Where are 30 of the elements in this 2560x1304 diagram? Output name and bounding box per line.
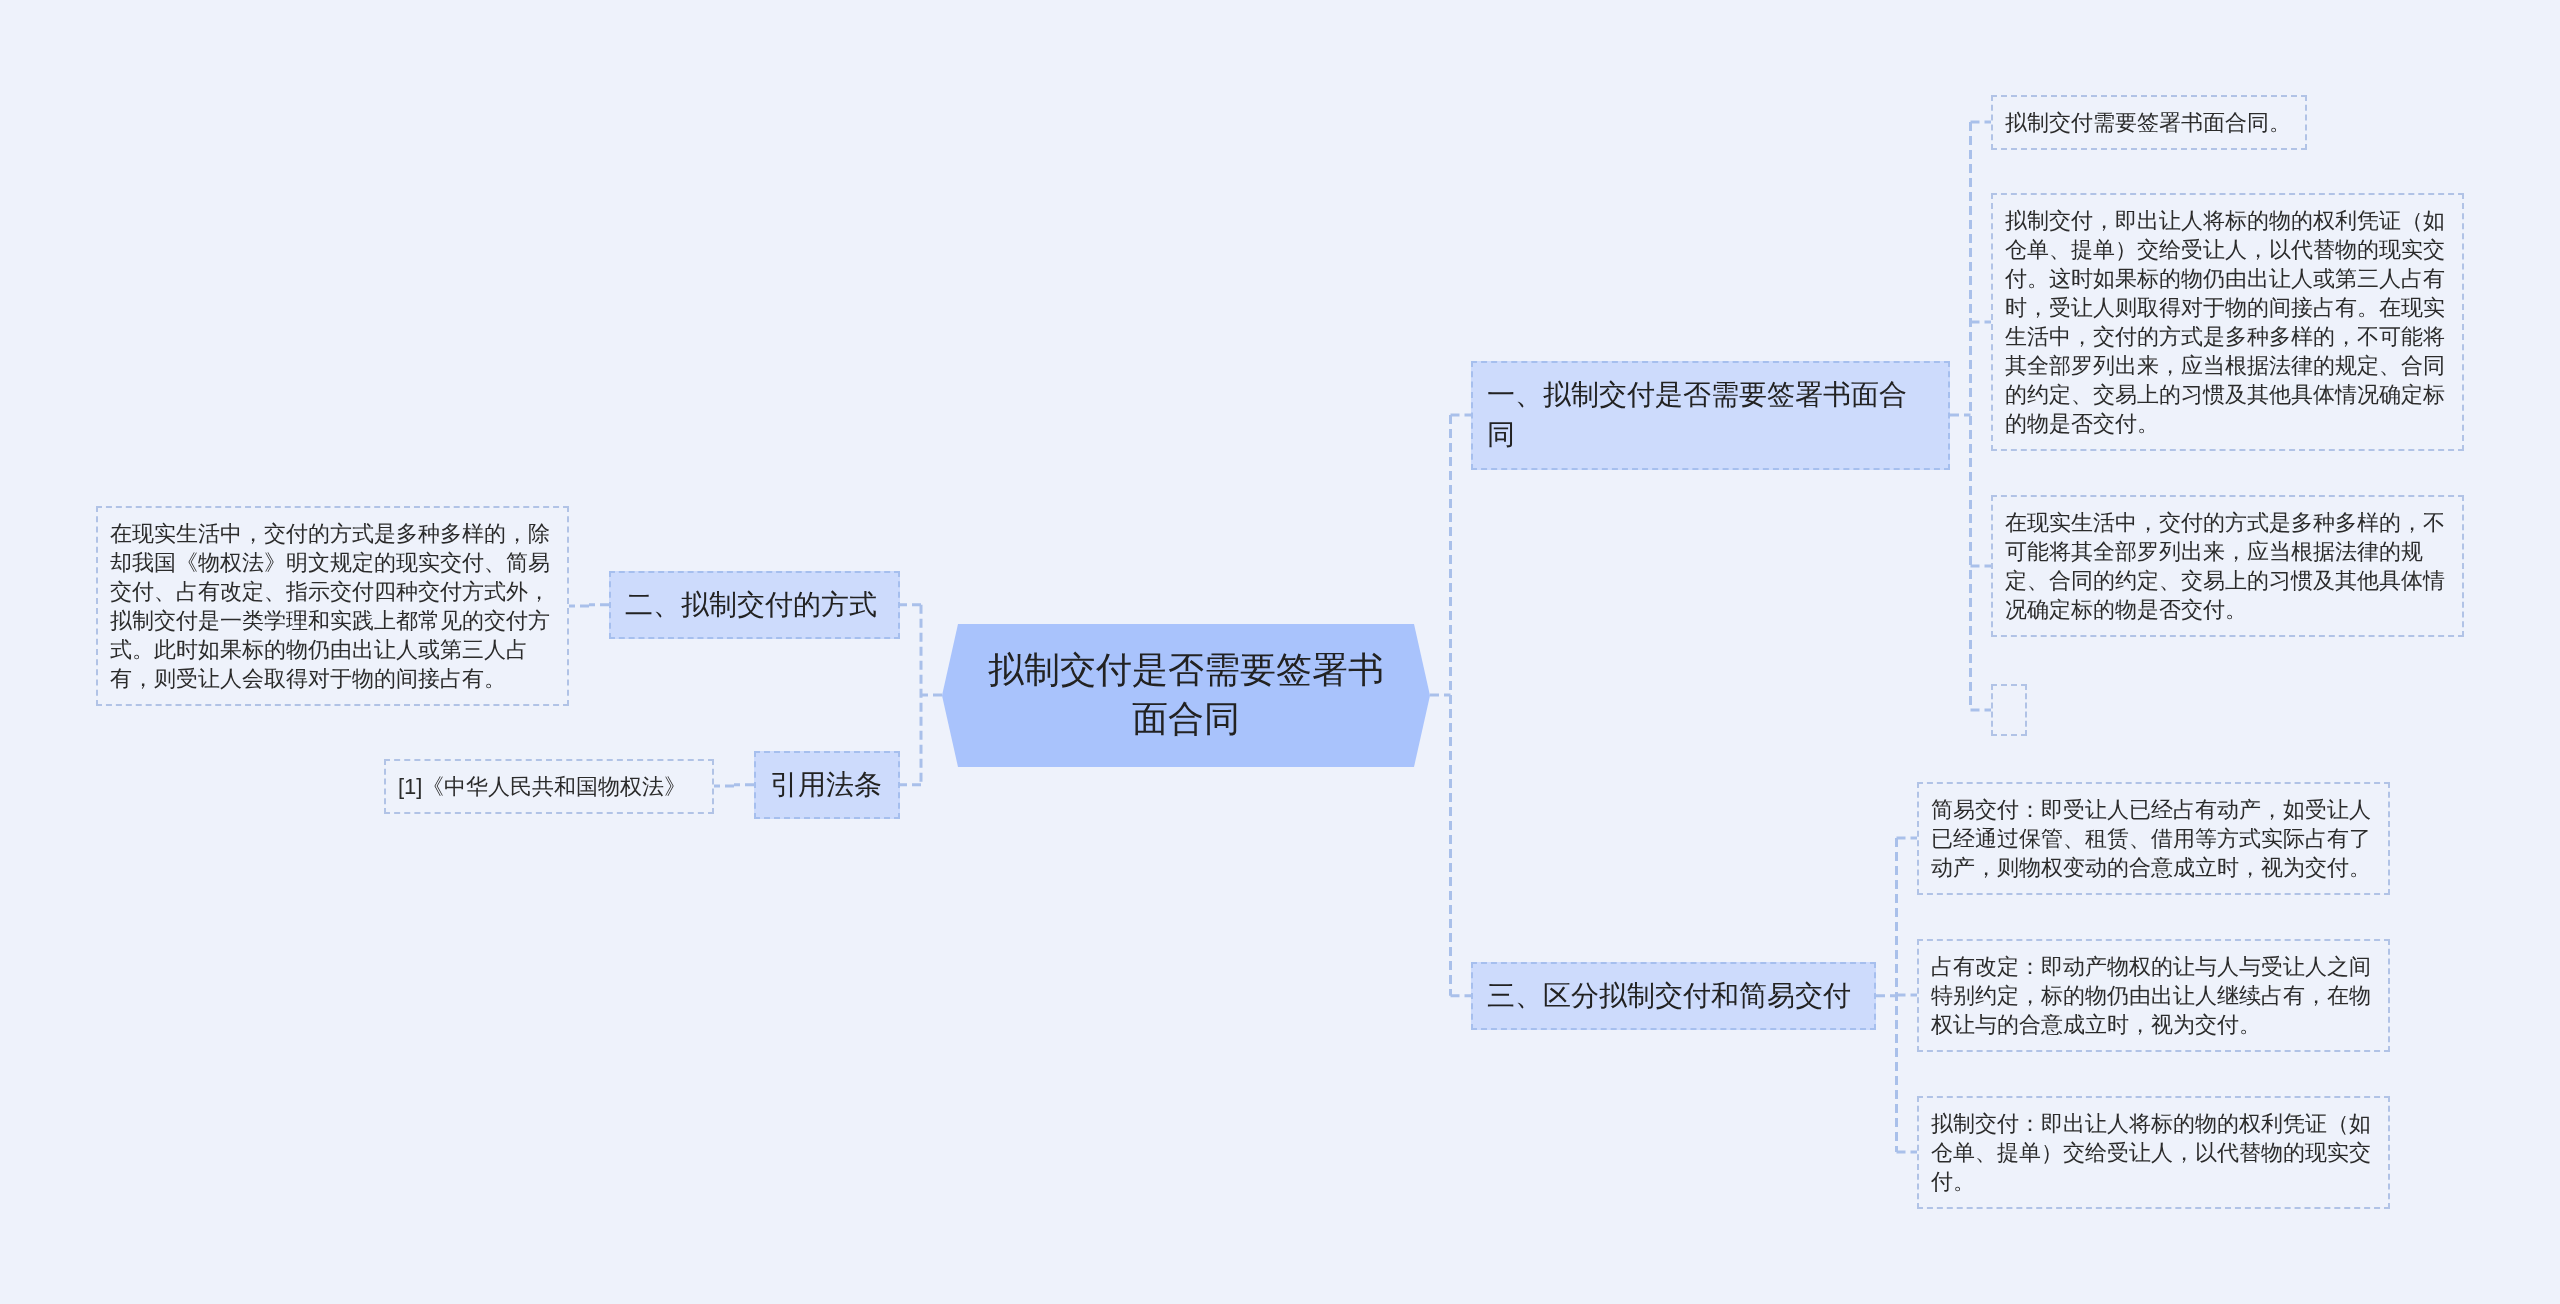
note-text: 在现实生活中，交付的方式是多种多样的，除却我国《物权法》明文规定的现实交付、简易交付、占有改定、指示交付四种交付方式外，拟制交付是一类学理和实践上都常见的交付方式。此时如果标的物仍由出让人或第三人占有，则受让人会取得对于物的间接占有。 bbox=[110, 520, 551, 693]
topic-box bbox=[1471, 961, 1876, 1031]
topic-title: 拟制交付是否需要签署书面合同 bbox=[987, 648, 1385, 741]
empty-box bbox=[1991, 684, 2027, 736]
note-box bbox=[1991, 495, 2464, 637]
topic-text: 一、拟制交付是否需要签署书面合同 bbox=[1487, 377, 1908, 453]
connector-line bbox=[1428, 413, 1473, 998]
note-text: 拟制交付需要签署书面合同。 bbox=[2005, 108, 2291, 137]
note-box bbox=[1917, 781, 2390, 895]
note-box bbox=[1991, 94, 2307, 150]
note-box bbox=[96, 506, 569, 706]
note-box bbox=[1991, 193, 2464, 451]
note-text: 拟制交付：即出让人将标的物的权利凭证（如仓单、提单）交给受让人，以代替物的现实交付。 bbox=[1931, 1109, 2372, 1196]
note-text: 简易交付：即受让人已经占有动产，如受让人已经通过保管、租赁、借用等方式实际占有了动产，则物权变动的合意成立时，视为交付。 bbox=[1931, 795, 2372, 882]
note-box bbox=[384, 758, 714, 814]
topic-box bbox=[609, 570, 900, 640]
note-box bbox=[1917, 1095, 2390, 1209]
central-hexagon bbox=[942, 623, 1430, 767]
connector-line bbox=[712, 783, 756, 788]
connector-line bbox=[567, 603, 611, 608]
topic-box bbox=[1471, 360, 1950, 470]
note-text: 拟制交付，即出让人将标的物的权利凭证（如仓单、提单）交给受让人，以代替物的现实交付。这时如果标的物仍由出让人或第三人占有时，受让人则取得对于物的间接占有。在现实生活中，交付的方式是多种多样的，不可能将其全部罗列出来，应当根据法律的规定、合同的约定、交易上的习惯及其他具体情况确定标的物是否交付。 bbox=[2005, 207, 2446, 438]
topic-text: 三、区分拟制交付和简易交付 bbox=[1487, 978, 1851, 1013]
note-text: [1]《中华人民共和国物权法》 bbox=[398, 772, 687, 801]
note-text: 占有改定：即动产物权的让与人与受让人之间特别约定，标的物仍由出让人继续占有，在物权让与的合意成立时，视为交付。 bbox=[1931, 952, 2372, 1039]
note-text: 在现实生活中，交付的方式是多种多样的，不可能将其全部罗列出来，应当根据法律的规定、合同的约定、交易上的习惯及其他具体情况确定标的物是否交付。 bbox=[2005, 509, 2446, 624]
topic-text: 二、拟制交付的方式 bbox=[625, 587, 877, 622]
note-box bbox=[1917, 938, 2390, 1052]
topic-text: 引用法条 bbox=[770, 767, 882, 802]
topic-box bbox=[754, 750, 900, 820]
